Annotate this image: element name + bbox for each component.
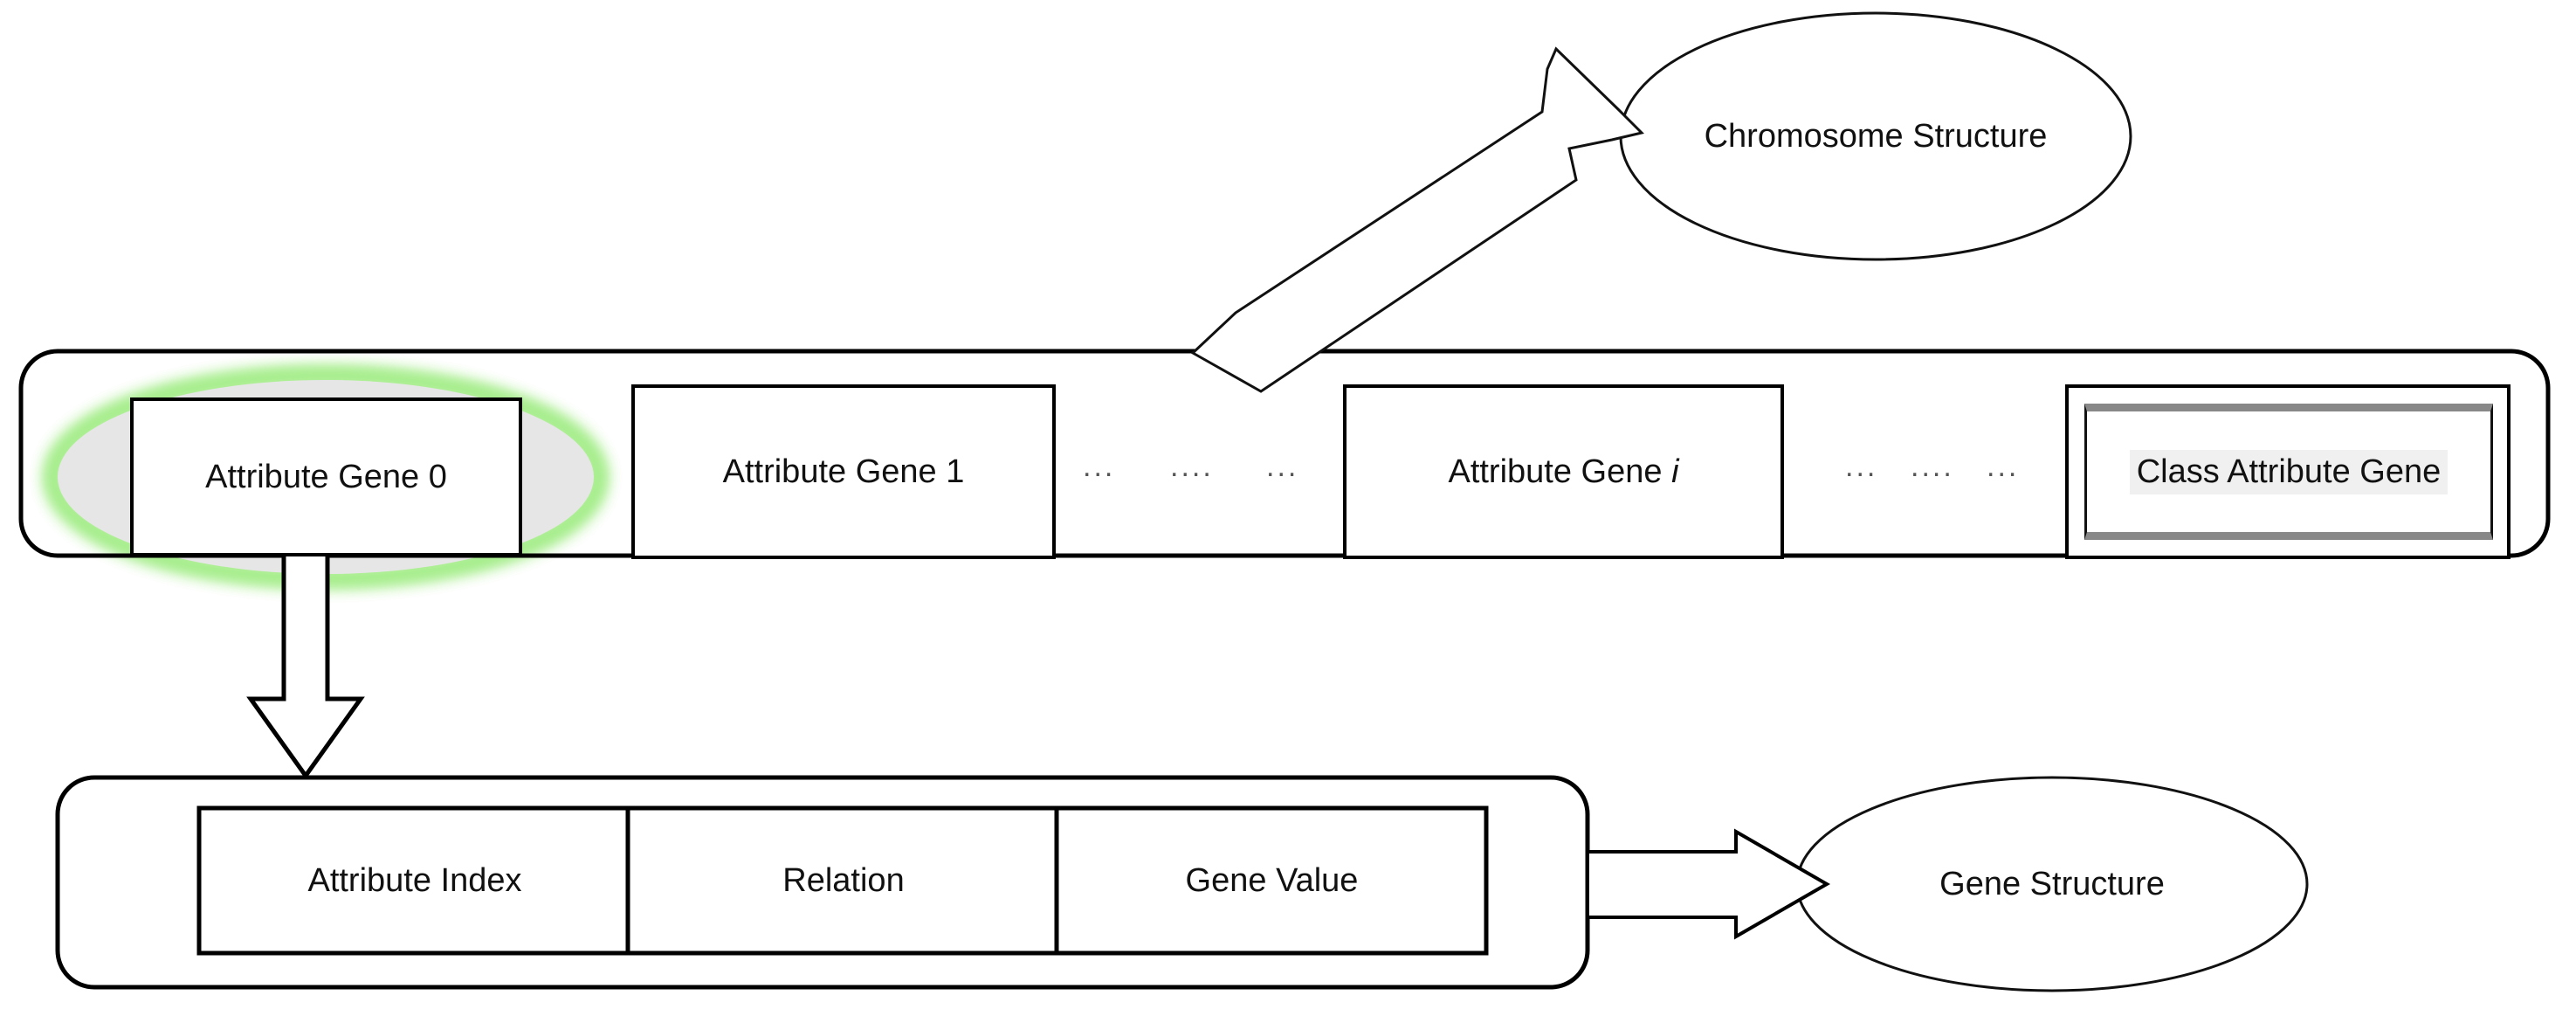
gene-field-gene-value[interactable]: Gene Value: [1058, 810, 1485, 951]
gene-box-label-text: Attribute Gene: [1448, 453, 1672, 490]
ellipsis-group-3: ...: [1266, 450, 1299, 483]
ellipsis-group-5: ....: [1911, 450, 1954, 483]
gene-box-attribute-gene-0[interactable]: Attribute Gene 0: [130, 397, 522, 556]
gene-box-attribute-gene-i[interactable]: Attribute Gene i: [1343, 384, 1784, 559]
gene-box-label: Attribute Gene i: [1448, 453, 1678, 491]
class-gene-label: Class Attribute Gene: [2129, 449, 2449, 494]
chromosome-callout-arrow: [1190, 46, 1644, 393]
gene-structure-callout-arrow: [1586, 828, 1831, 940]
gene-index-italic: i: [1671, 453, 1679, 490]
ellipsis-group-1: ...: [1083, 450, 1116, 483]
gene-box-label: Attribute Gene 0: [205, 458, 447, 495]
gene-field-label: Relation: [782, 861, 905, 899]
gene-box-attribute-gene-1[interactable]: Attribute Gene 1: [631, 384, 1056, 559]
gene-box-label: Attribute Gene 1: [722, 453, 965, 490]
gene-structure-label: Gene Structure: [1939, 865, 2165, 902]
gene-box-class-attribute-gene[interactable]: Class Attribute Gene: [2065, 384, 2511, 559]
ellipsis-group-2: ....: [1170, 450, 1214, 483]
gene-field-relation[interactable]: Relation: [630, 810, 1057, 951]
ellipsis-group-4: ...: [1845, 450, 1878, 483]
gene-field-label: Gene Value: [1185, 861, 1359, 899]
ellipsis-group-6: ...: [1987, 450, 2020, 483]
gene-field-label: Attribute Index: [307, 861, 522, 899]
class-gene-selection-frame: Class Attribute Gene: [2084, 404, 2493, 540]
chromosome-structure-label: Chromosome Structure: [1704, 117, 2048, 155]
gene-field-attribute-index[interactable]: Attribute Index: [201, 810, 629, 951]
gene-detail-arrow: [246, 522, 365, 780]
